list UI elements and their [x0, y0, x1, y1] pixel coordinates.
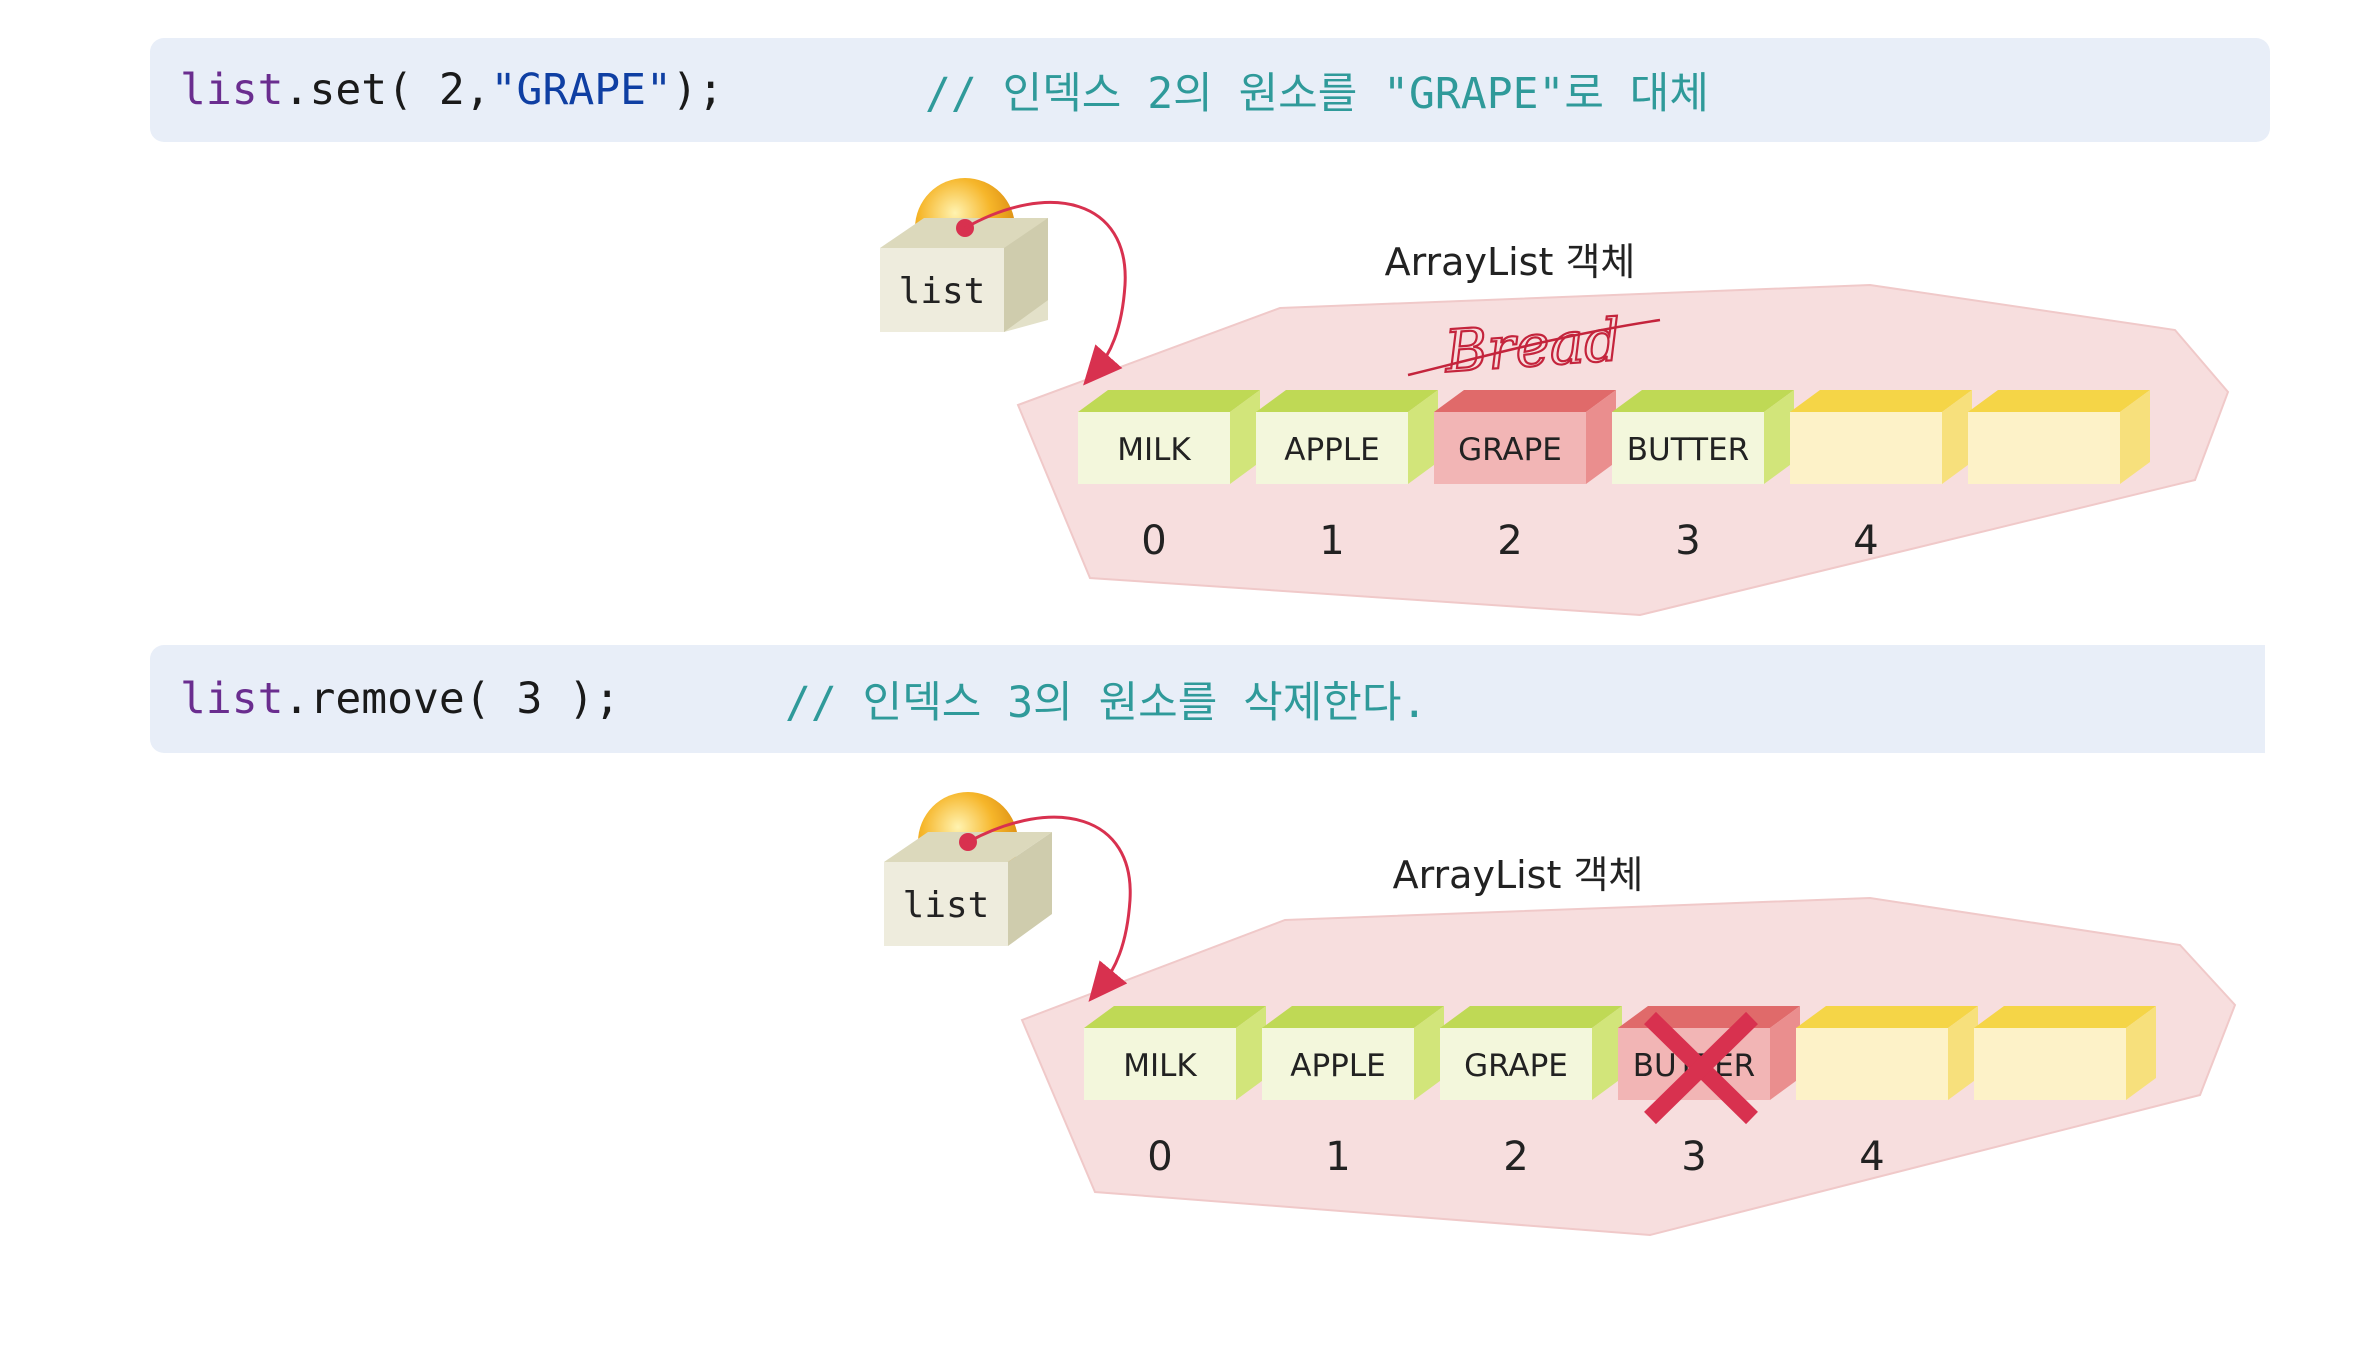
array-cell — [1974, 1006, 2156, 1100]
code-line-set: list.set( 2, "GRAPE" ); // 인덱스 2의 원소를 "G… — [150, 38, 2270, 142]
diagram-set: ArrayList 객체 list MILK APPLE GRAPE BUTTER 0… — [880, 178, 2230, 617]
cell-label: APPLE — [1290, 1048, 1385, 1084]
list-variable-box: list — [884, 792, 1052, 946]
reference-arrow — [967, 815, 1132, 1002]
list-variable-label: list — [899, 271, 986, 312]
cells-row: MILK APPLE GRAPE BUTTER — [1078, 390, 2150, 484]
list-variable-box: list — [880, 178, 1048, 332]
index-label: 4 — [1859, 1134, 1884, 1180]
index-label: 1 — [1319, 518, 1344, 564]
index-label: 2 — [1497, 518, 1522, 564]
array-cell — [1968, 390, 2150, 484]
indices-row: 0 1 2 3 4 — [1147, 1134, 1884, 1180]
cell-label: BUTTER — [1627, 432, 1749, 468]
array-cell: MILK — [1084, 1006, 1266, 1100]
index-label: 2 — [1503, 1134, 1528, 1180]
index-label: 0 — [1147, 1134, 1172, 1180]
code-call: .remove( 3 ); — [283, 674, 621, 724]
code-line-remove: list.remove( 3 ); // 인덱스 3의 원소를 삭제한다. — [150, 645, 2265, 753]
code-call: .set( 2, — [283, 65, 491, 115]
code-end: ); — [671, 65, 724, 115]
code-string: "GRAPE" — [490, 65, 672, 115]
cell-label: MILK — [1123, 1048, 1197, 1084]
code-comment: // 인덱스 3의 원소를 삭제한다. — [785, 678, 1428, 728]
array-cell — [1796, 1006, 1978, 1100]
cell-label: GRAPE — [1458, 432, 1562, 468]
cell-label: GRAPE — [1464, 1048, 1568, 1084]
index-label: 4 — [1853, 518, 1878, 564]
code-object: list — [180, 65, 284, 115]
array-cell: GRAPE — [1440, 1006, 1622, 1100]
remove-cross-icon — [1644, 1011, 1758, 1125]
list-variable-label: list — [903, 885, 990, 926]
array-cell: APPLE — [1256, 390, 1438, 484]
index-label: 1 — [1325, 1134, 1350, 1180]
cell-label: MILK — [1117, 432, 1191, 468]
indices-row: 0 1 2 3 4 — [1141, 518, 1878, 564]
index-label: 0 — [1141, 518, 1166, 564]
array-cell: MILK — [1078, 390, 1260, 484]
arraylist-title: ArrayList 객체 — [1385, 240, 1636, 284]
array-cell: APPLE — [1262, 1006, 1444, 1100]
index-label: 3 — [1675, 518, 1700, 564]
reference-arrow — [964, 200, 1127, 386]
array-cell: GRAPE — [1434, 390, 1616, 484]
index-label: 3 — [1681, 1134, 1706, 1180]
array-cell: BUTTER — [1612, 390, 1794, 484]
handwritten-annotation: Bread — [1407, 305, 1661, 387]
arraylist-title: ArrayList 객체 — [1393, 853, 1644, 897]
array-cell — [1790, 390, 1972, 484]
cell-label: APPLE — [1284, 432, 1379, 468]
code-comment: // 인덱스 2의 원소를 "GRAPE"로 대체 — [925, 69, 1709, 119]
code-object: list — [180, 674, 284, 724]
